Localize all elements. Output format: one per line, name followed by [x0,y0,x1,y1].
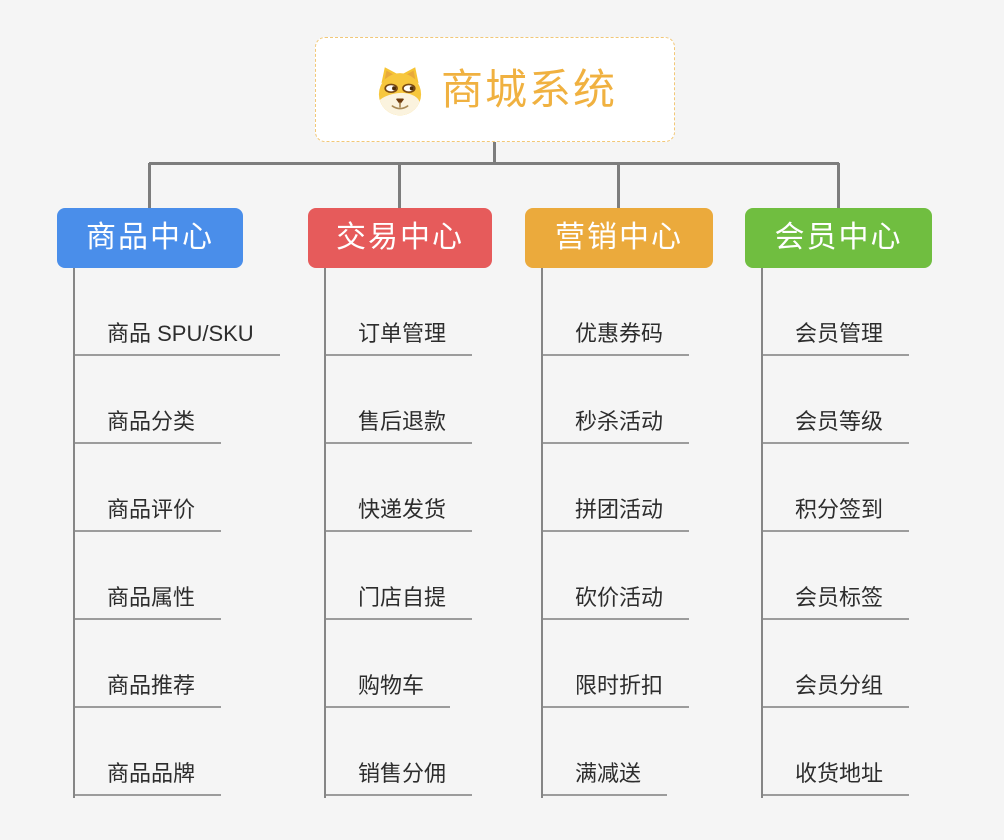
branch-header-trade: 交易中心 [308,208,492,268]
sub-item: 售后退款 [324,356,473,444]
branch-product-center: 商品中心 商品 SPU/SKU 商品分类 商品评价 商品属性 商品推荐 商品品牌 [57,208,280,798]
sub-item: 销售分佣 [324,708,473,796]
sub-item: 砍价活动 [541,532,690,620]
connector-bus [149,162,839,165]
connector-root-stub [493,142,496,163]
connector-drop-marketing [617,163,620,208]
sub-item: 快递发货 [324,444,473,532]
branch-header-product: 商品中心 [57,208,243,268]
sub-item: 会员管理 [761,268,910,356]
branch-member-center: 会员中心 会员管理 会员等级 积分签到 会员标签 会员分组 收货地址 [745,208,932,798]
sub-item: 商品评价 [73,444,222,532]
sub-item: 购物车 [324,620,451,708]
sub-item: 商品推荐 [73,620,222,708]
branch-header-member: 会员中心 [745,208,932,268]
sub-item: 积分签到 [761,444,910,532]
branch-vertical-line [73,268,75,798]
sub-item: 商品 SPU/SKU [73,268,280,356]
branch-vertical-line [761,268,763,798]
sub-item: 满减送 [541,708,668,796]
branch-header-marketing: 营销中心 [525,208,713,268]
sub-item: 限时折扣 [541,620,690,708]
sub-item: 订单管理 [324,268,473,356]
sub-item: 优惠券码 [541,268,690,356]
sub-item: 拼团活动 [541,444,690,532]
branch-trade-center: 交易中心 订单管理 售后退款 快递发货 门店自提 购物车 销售分佣 [308,208,492,798]
branch-marketing-center: 营销中心 优惠券码 秒杀活动 拼团活动 砍价活动 限时折扣 满减送 [525,208,713,798]
sub-item: 收货地址 [761,708,910,796]
branch-vertical-line [324,268,326,798]
root-title: 商城系统 [440,65,617,113]
branch-vertical-line [541,268,543,798]
sub-item: 秒杀活动 [541,356,690,444]
root-node: 商城系统 [315,37,675,142]
sub-item: 门店自提 [324,532,473,620]
sub-item: 商品分类 [73,356,222,444]
sub-item: 商品属性 [73,532,222,620]
connector-drop-product [148,163,151,208]
connector-drop-trade [398,163,401,208]
dog-face-icon [373,63,427,117]
sub-item: 会员等级 [761,356,910,444]
sub-item: 商品品牌 [73,708,222,796]
connector-drop-member [837,163,840,208]
sub-item: 会员标签 [761,532,910,620]
sub-item: 会员分组 [761,620,910,708]
